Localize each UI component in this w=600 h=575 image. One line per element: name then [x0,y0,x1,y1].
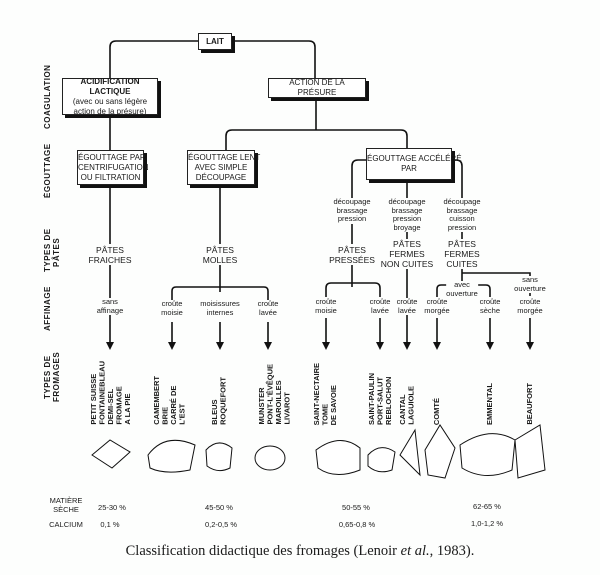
calcium-value: 0,2-0,5 % [204,520,238,529]
fromage-group: SAINT-NECTAIRE TOME DE SAVOIE [312,362,338,425]
acidification-title: ACIDIFICATION LACTIQUE [80,76,140,96]
caption-end: , 1983). [429,543,475,559]
fromage-group: CAMEMBERT BRIE CARRÉ DE L'EST [152,376,187,425]
box-egouttage-centrifugation: ÉGOUTTAGE PAR CENTRIFUGATION OU FILTRATI… [77,150,149,185]
row-label-matiere-seche: MATIÈRE SÈCHE [49,496,83,514]
pates-molles: PÂTES MOLLES [202,245,238,265]
sans-ouverture: sans ouverture [514,275,546,293]
fromage-group: PETIT SUISSE FONTAINEBLEAU DEMI-SEL FROM… [89,361,132,425]
matiere-seche-value: 45-50 % [205,503,233,512]
procede-cuites: découpage brassage cuisson pression [443,197,481,232]
fromage-group: BEAUFORT [525,383,534,425]
fromage-group: COMTÉ [432,397,441,425]
calcium-value: 0,65-0,8 % [338,520,376,529]
stage-label-types-fromages: TYPES DE FROMAGES [43,351,61,402]
affinage-item: croûte sèche [479,297,501,315]
calcium-value: 1,0-1,2 % [470,519,504,528]
matiere-seche-value: 62-65 % [473,502,501,511]
acidification-subtitle: (avec ou sans légère action de la présur… [72,96,148,116]
affinage-item: croûte lavée [396,297,418,315]
affinage-item: croûte moisie [315,297,337,315]
pates-fermes-non-cuites: PÂTES FERMES NON CUITES [380,239,434,269]
figure-caption: Classification didactique des fromages (… [0,543,600,560]
stage-label-types-pates: TYPES DE PÂTES [43,228,61,272]
box-egouttage-lent: ÉGOUTTAGE LENT AVEC SIMPLE DÉCOUPAGE [187,150,260,185]
cheese-illustrations [91,424,546,479]
stage-label-coagulation: COAGULATION [43,64,52,130]
box-egouttage-accelere: ÉGOUTTAGE ACCÉLÉRÉ PAR [366,148,462,180]
caption-text: Classification didactique des fromages (… [125,543,401,559]
affinage-item: sans affinage [96,297,124,315]
affinage-item: croûte lavée [369,297,391,315]
matiere-seche-value: 25-30 % [98,503,126,512]
pates-fermes-cuites: PÂTES FERMES CUITES [444,239,480,269]
procede-pressees: découpage brassage pression [333,197,371,224]
matiere-seche-value: 50-55 % [342,503,370,512]
fromage-group: SAINT-PAULIN PORT-SALUT REBLOCHON [367,373,393,425]
fromage-group: EMMENTAL [485,383,494,425]
stage-label-affinage: AFFINAGE [43,286,52,332]
box-acidification-lactique: ACIDIFICATION LACTIQUE (avec ou sans lég… [62,76,158,116]
affinage-item: croûte lavée [257,299,279,317]
fromage-group: MUNSTER PONT-L'ÉVÊQUE MAROILLES LIVAROT [257,364,292,425]
procede-non-cuites: découpage brassage pression broyage [388,197,426,232]
row-label-calcium: CALCIUM [49,520,83,529]
affinage-item: croûte morgée [424,297,450,315]
pates-fraiches: PÂTES FRAICHES [88,245,132,265]
calcium-value: 0,1 % [100,520,120,529]
fromage-group: BLEUS ROQUEFORT [210,377,228,425]
affinage-item: croûte moisie [161,299,183,317]
caption-italic: et al. [400,543,430,559]
box-action-presure: ACTION DE LA PRÉSURE [268,78,366,98]
pates-pressees: PÂTES PRESSÉES [329,245,375,265]
fromage-group: CANTAL LAGUIOLE [398,386,416,425]
affinage-item: moisissures internes [200,299,240,317]
root-box-lait: LAIT [198,33,232,50]
avec-ouverture: avec ouverture [446,280,478,298]
stage-label-egouttage: ÉGOUTTAGE [43,143,52,199]
affinage-item: croûte morgée [517,297,543,315]
